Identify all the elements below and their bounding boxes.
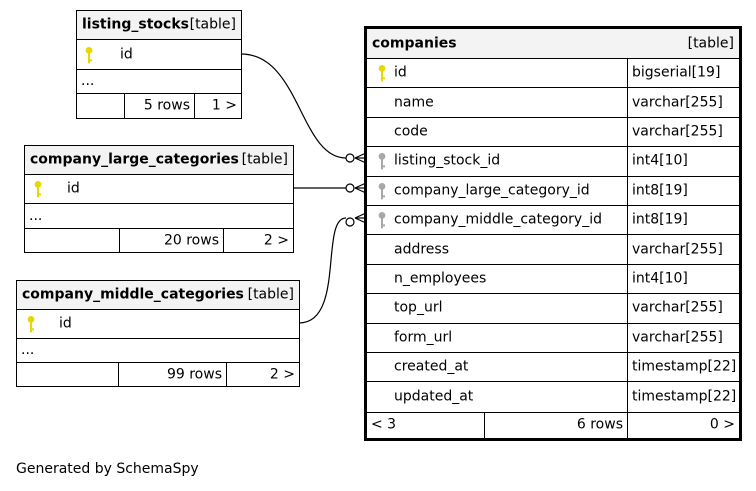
column-row[interactable]: id xyxy=(25,175,293,204)
table-kind: [table] xyxy=(241,151,288,168)
column-row[interactable]: top_url varchar[255] xyxy=(367,294,739,324)
ellipsis: ... xyxy=(29,207,43,224)
table-name[interactable]: listing_stocks xyxy=(82,16,189,33)
table-kind: [table] xyxy=(189,16,236,33)
table-kind: [table] xyxy=(247,286,294,303)
column-name: form_url xyxy=(394,329,453,346)
table-footer: 20 rows 2 > xyxy=(25,229,293,252)
column-row[interactable]: code varchar[255] xyxy=(367,117,739,148)
column-row[interactable]: id bigserial[19] xyxy=(367,59,739,89)
primary-key-icon xyxy=(378,65,386,82)
column-row[interactable]: listing_stock_id int4[10] xyxy=(367,147,739,177)
primary-key-icon xyxy=(85,46,93,63)
ellipsis: ... xyxy=(81,73,95,90)
column-row[interactable]: id xyxy=(17,310,299,339)
primary-key-icon xyxy=(27,315,35,333)
table-name[interactable]: companies xyxy=(372,35,457,52)
column-name: id xyxy=(394,64,407,81)
column-row[interactable]: id xyxy=(77,40,241,70)
column-name: name xyxy=(394,94,434,111)
table-name[interactable]: company_large_categories xyxy=(30,151,239,168)
column-name: id xyxy=(120,46,133,63)
children-link[interactable]: 0 > xyxy=(709,416,735,433)
table-company-middle-categories[interactable]: company_middle_categories [table] id ...… xyxy=(16,280,300,387)
more-columns: ... xyxy=(17,339,299,363)
column-type: timestamp[22] xyxy=(632,388,737,405)
column-row[interactable]: name varchar[255] xyxy=(367,88,739,118)
column-type: varchar[255] xyxy=(632,123,723,140)
foreign-key-icon xyxy=(378,182,386,200)
children-link[interactable]: 2 > xyxy=(263,232,289,249)
column-type: varchar[255] xyxy=(632,94,723,111)
table-listing-stocks[interactable]: listing_stocks [table] id ... 5 rows 1 > xyxy=(76,10,242,119)
column-list: id bigserial[19] name varchar[255] code varch… xyxy=(367,59,739,412)
parents-link[interactable]: < 3 xyxy=(371,416,397,433)
table-header: companies [table] xyxy=(367,29,739,59)
column-row[interactable]: n_employees int4[10] xyxy=(367,264,739,295)
column-row[interactable]: form_url varchar[255] xyxy=(367,323,739,353)
ellipsis: ... xyxy=(21,342,35,359)
column-name: company_large_category_id xyxy=(394,182,590,199)
generated-by-note: Generated by SchemaSpy xyxy=(16,461,199,477)
link-listing-stock xyxy=(240,53,347,159)
primary-key-icon xyxy=(34,180,42,198)
row-count: 5 rows xyxy=(143,97,190,114)
column-row[interactable]: created_at timestamp[22] xyxy=(367,352,739,383)
column-row[interactable]: company_large_category_id int8[19] xyxy=(367,176,739,206)
column-row[interactable]: updated_at timestamp[22] xyxy=(367,382,739,412)
table-footer: < 3 6 rows 0 > xyxy=(367,411,739,438)
row-count: 20 rows xyxy=(163,232,219,249)
table-name[interactable]: company_middle_categories xyxy=(22,286,244,303)
link-middle-category xyxy=(298,217,347,324)
column-type: int8[19] xyxy=(632,182,688,199)
crowfoot-middle-category xyxy=(345,212,367,227)
column-row[interactable]: company_middle_category_id int8[19] xyxy=(367,205,739,236)
table-header: company_large_categories [table] xyxy=(25,146,293,175)
column-name: n_employees xyxy=(394,270,487,287)
children-link[interactable]: 1 > xyxy=(211,97,237,114)
table-company-large-categories[interactable]: company_large_categories [table] id ... … xyxy=(24,145,294,253)
column-name: id xyxy=(59,315,72,332)
column-type: varchar[255] xyxy=(632,241,723,258)
column-name: listing_stock_id xyxy=(394,153,501,170)
column-type: varchar[255] xyxy=(632,299,723,316)
foreign-key-icon xyxy=(378,153,386,170)
foreign-key-icon xyxy=(378,212,386,229)
column-name: top_url xyxy=(394,299,443,316)
column-type: timestamp[22] xyxy=(632,358,737,375)
table-header: company_middle_categories [table] xyxy=(17,281,299,310)
table-kind: [table] xyxy=(687,35,734,52)
row-count: 6 rows xyxy=(576,416,623,433)
row-count: 99 rows xyxy=(166,366,222,383)
column-type: bigserial[19] xyxy=(632,64,721,81)
column-name: company_middle_category_id xyxy=(394,211,602,228)
more-columns: ... xyxy=(77,70,241,94)
column-name: created_at xyxy=(394,358,469,375)
table-companies[interactable]: companies [table] id bigserial[19] name var… xyxy=(364,26,742,441)
column-type: varchar[255] xyxy=(632,329,723,346)
column-type: int4[10] xyxy=(632,270,688,287)
column-row[interactable]: address varchar[255] xyxy=(367,235,739,265)
table-footer: 5 rows 1 > xyxy=(77,94,241,118)
table-footer: 99 rows 2 > xyxy=(17,363,299,386)
column-type: int8[19] xyxy=(632,211,688,228)
crowfoot-listing-stock xyxy=(345,152,367,164)
children-link[interactable]: 2 > xyxy=(269,366,295,383)
more-columns: ... xyxy=(25,204,293,229)
column-name: code xyxy=(394,123,428,140)
table-header: listing_stocks [table] xyxy=(77,11,241,40)
column-name: address xyxy=(394,241,450,258)
column-type: int4[10] xyxy=(632,153,688,170)
crowfoot-large-category xyxy=(345,182,367,194)
column-name: updated_at xyxy=(394,388,474,405)
column-name: id xyxy=(67,180,80,197)
